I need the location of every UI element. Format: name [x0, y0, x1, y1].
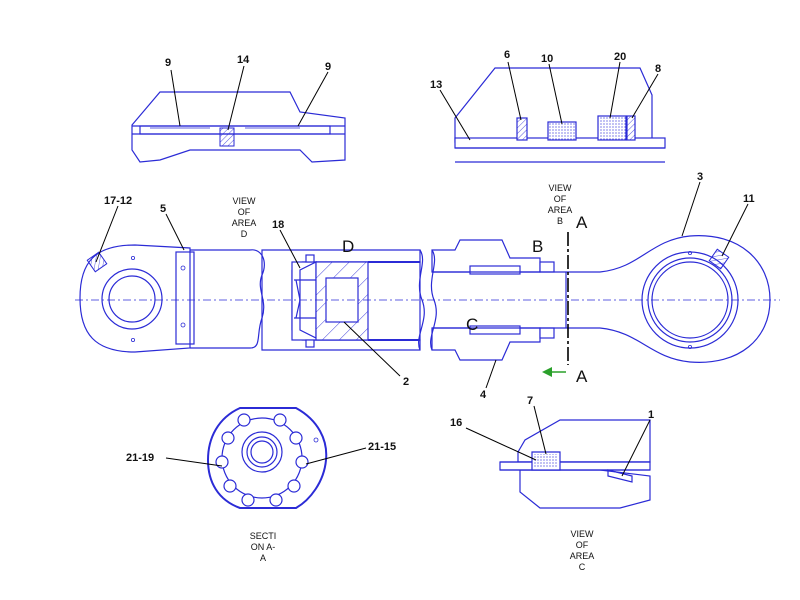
cylinder-main-view [75, 232, 780, 377]
section-letter-a-top: A [576, 213, 588, 232]
callout-16: 16 [450, 417, 462, 429]
callout-20: 20 [614, 51, 626, 63]
callout-11: 11 [743, 193, 755, 205]
callout-labels: 9 14 9 6 10 20 8 13 3 11 17-12 5 18 2 4 … [104, 49, 755, 464]
callout-3: 3 [697, 171, 703, 183]
svg-text:VIEW: VIEW [232, 196, 256, 206]
svg-text:A: A [260, 553, 266, 563]
caption-view-area-d: VIEW OF AREA D [232, 196, 257, 239]
section-a-a-view [206, 407, 328, 509]
callout-17-12: 17-12 [104, 195, 132, 207]
svg-text:VIEW: VIEW [548, 183, 572, 193]
svg-text:OF: OF [238, 207, 251, 217]
callout-18: 18 [272, 219, 284, 231]
svg-text:VIEW: VIEW [570, 529, 594, 539]
svg-text:AREA: AREA [232, 218, 257, 228]
svg-text:OF: OF [576, 540, 589, 550]
callout-13: 13 [430, 79, 442, 91]
detail-view-area-b [454, 67, 666, 163]
callout-6: 6 [504, 49, 510, 61]
callout-10: 10 [541, 53, 553, 65]
svg-text:SECTI: SECTI [250, 531, 277, 541]
svg-text:B: B [557, 216, 563, 226]
callout-4: 4 [480, 389, 487, 401]
area-letter-b: B [532, 237, 543, 256]
callout-21-15: 21-15 [368, 441, 396, 453]
view-captions: VIEW OF AREA D VIEW OF AREA B VIEW OF AR… [232, 183, 595, 572]
leader-lines [95, 61, 749, 477]
callout-9-left: 9 [165, 57, 171, 69]
area-letter-c: C [466, 315, 478, 334]
area-letters: D B C A A [342, 213, 588, 386]
svg-text:OF: OF [554, 194, 567, 204]
detail-view-area-c [499, 419, 651, 509]
callout-8: 8 [655, 63, 661, 75]
callout-1: 1 [648, 409, 654, 421]
svg-text:AREA: AREA [570, 551, 595, 561]
callout-21-19: 21-19 [126, 452, 154, 464]
callout-7: 7 [527, 395, 533, 407]
callout-2: 2 [403, 376, 409, 388]
callout-5: 5 [160, 203, 166, 215]
caption-section-a-a: SECTI ON A- A [250, 531, 277, 563]
callout-14: 14 [237, 54, 250, 66]
svg-text:C: C [579, 562, 586, 572]
section-letter-a-bottom: A [576, 367, 588, 386]
detail-view-area-d [131, 91, 346, 163]
svg-text:ON A-: ON A- [251, 542, 276, 552]
callout-9-right: 9 [325, 61, 331, 73]
caption-view-area-c: VIEW OF AREA C [570, 529, 595, 572]
area-letter-d: D [342, 237, 354, 256]
caption-view-area-b: VIEW OF AREA B [548, 183, 573, 226]
svg-text:D: D [241, 229, 248, 239]
svg-text:AREA: AREA [548, 205, 573, 215]
